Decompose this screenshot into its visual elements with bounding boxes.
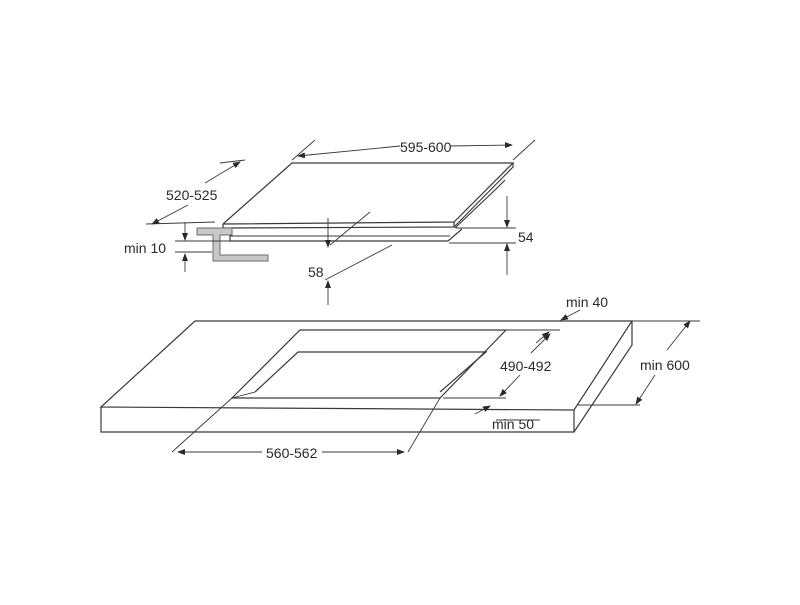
dim-hob-depth: 520-525	[145, 159, 246, 225]
hob-drawing	[196, 162, 515, 262]
label-hob-depth: 520-525	[166, 187, 218, 203]
label-hob-height: 54	[518, 229, 534, 245]
label-min-clearance: min 10	[124, 240, 166, 256]
dim-min-clearance: min 10	[124, 222, 230, 272]
hob-body	[229, 228, 463, 242]
label-cutout-depth: 490-492	[500, 358, 552, 374]
worktop-cutout	[230, 329, 508, 399]
label-58: 58	[308, 264, 324, 280]
worktop-top	[99, 320, 634, 411]
dim-min-worktop-depth: min 600	[577, 320, 700, 406]
worktop-drawing	[99, 320, 634, 433]
mounting-bracket	[196, 227, 269, 262]
dim-hob-width: 595-600	[291, 139, 536, 161]
dim-min-back: min 40	[506, 294, 608, 344]
label-min-worktop-depth: min 600	[640, 357, 690, 373]
dim-cutout-width: 560-562	[171, 397, 441, 461]
label-cutout-width: 560-562	[266, 445, 318, 461]
dim-min-front: min 50	[474, 405, 540, 432]
dim-cutout-depth: 490-492	[443, 333, 552, 399]
label-hob-width: 595-600	[400, 139, 452, 155]
label-min-front: min 50	[492, 416, 534, 432]
label-min-back: min 40	[566, 294, 608, 310]
dim-58: 58	[308, 211, 393, 305]
dim-hob-height: 54	[449, 196, 534, 275]
